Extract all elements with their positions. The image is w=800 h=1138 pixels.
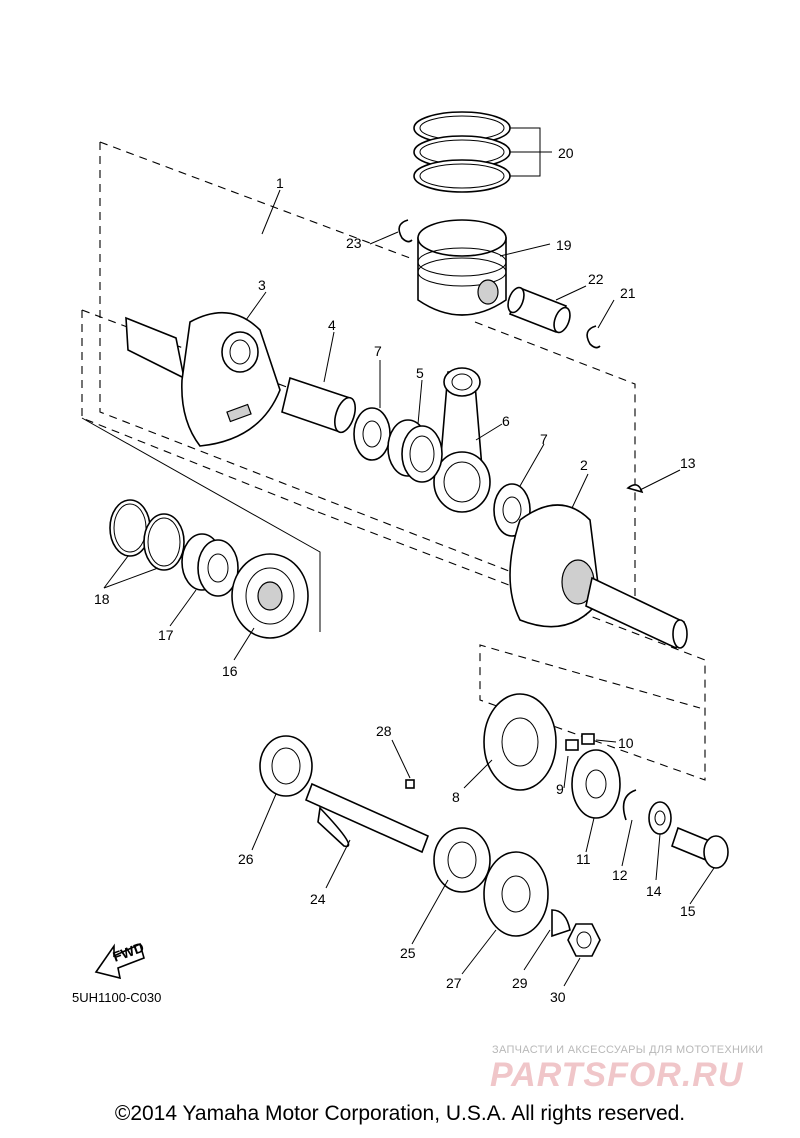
right-crank-web [509,504,688,650]
catalog-code: 5UH1100-C030 [72,990,162,1005]
callout-20: 20 [558,145,574,161]
callout-14: 14 [646,883,662,899]
spacer-bearing [181,533,239,597]
watermark-logo: PARTSFOR.RU [490,1056,744,1094]
piston-pin-clip-right [586,325,601,349]
washer [648,801,672,835]
callout-13: 13 [680,455,696,471]
crank-bearing [231,553,309,639]
plate [571,749,621,819]
callout-6: 6 [502,413,510,429]
watermark-tagline: ЗАПЧАСТИ И АКСЕССУАРЫ ДЛЯ МОТОТЕХНИКИ [492,1044,764,1056]
callout-30: 30 [550,989,566,1005]
circlip [622,789,637,821]
o-ring-2 [143,513,185,571]
balancer-key [405,779,415,789]
leader-lines [103,127,715,987]
fwd-arrow-icon: FWD [94,939,146,980]
callout-10: 10 [618,735,634,751]
callout-17: 17 [158,627,174,643]
piston [417,219,507,316]
balancer-driven-gear [483,851,549,937]
woodruff-key [626,484,644,494]
crank-pin [281,376,357,434]
callout-23: 23 [346,235,362,251]
callout-25: 25 [400,945,416,961]
callout-8: 8 [452,789,460,805]
callout-18: 18 [94,591,110,607]
callout-21: 21 [620,285,636,301]
spring [565,739,579,751]
bolt [671,826,729,869]
piston-pin-clip-left [398,219,413,243]
callout-24: 24 [310,891,326,907]
callout-28: 28 [376,723,392,739]
callout-12: 12 [612,867,628,883]
balancer-shaft [304,782,430,854]
thrust-washer-left [353,407,391,461]
callout-7a: 7 [374,343,382,359]
callout-15: 15 [680,903,696,919]
balancer-bearing-right [433,827,491,893]
needle-bearing [387,419,443,483]
callout-27: 27 [446,975,462,991]
callout-19: 19 [556,237,572,253]
nut [567,923,601,957]
piston-pin [507,286,571,334]
callout-labels: 1 2 3 4 5 6 7 7 8 9 10 11 12 13 14 15 16… [94,145,696,1005]
pin [581,733,595,745]
copyright-notice: ©2014 Yamaha Motor Corporation, U.S.A. A… [114,1102,686,1125]
callout-5: 5 [416,365,424,381]
callout-4: 4 [328,317,336,333]
callout-3: 3 [258,277,266,293]
piston-rings [413,111,511,193]
balancer-bearing-left [259,735,313,797]
connecting-rod [433,367,491,513]
callout-16: 16 [222,663,238,679]
callout-26: 26 [238,851,254,867]
left-crank-web [125,311,281,447]
callout-1: 1 [276,175,284,191]
lock-washer [551,909,571,938]
callout-2: 2 [580,457,588,473]
callout-29: 29 [512,975,528,991]
callout-22: 22 [588,271,604,287]
callout-7b: 7 [540,431,548,447]
balancer-drive-gear [483,693,557,791]
callout-11: 11 [576,851,591,867]
callout-9: 9 [556,781,564,797]
